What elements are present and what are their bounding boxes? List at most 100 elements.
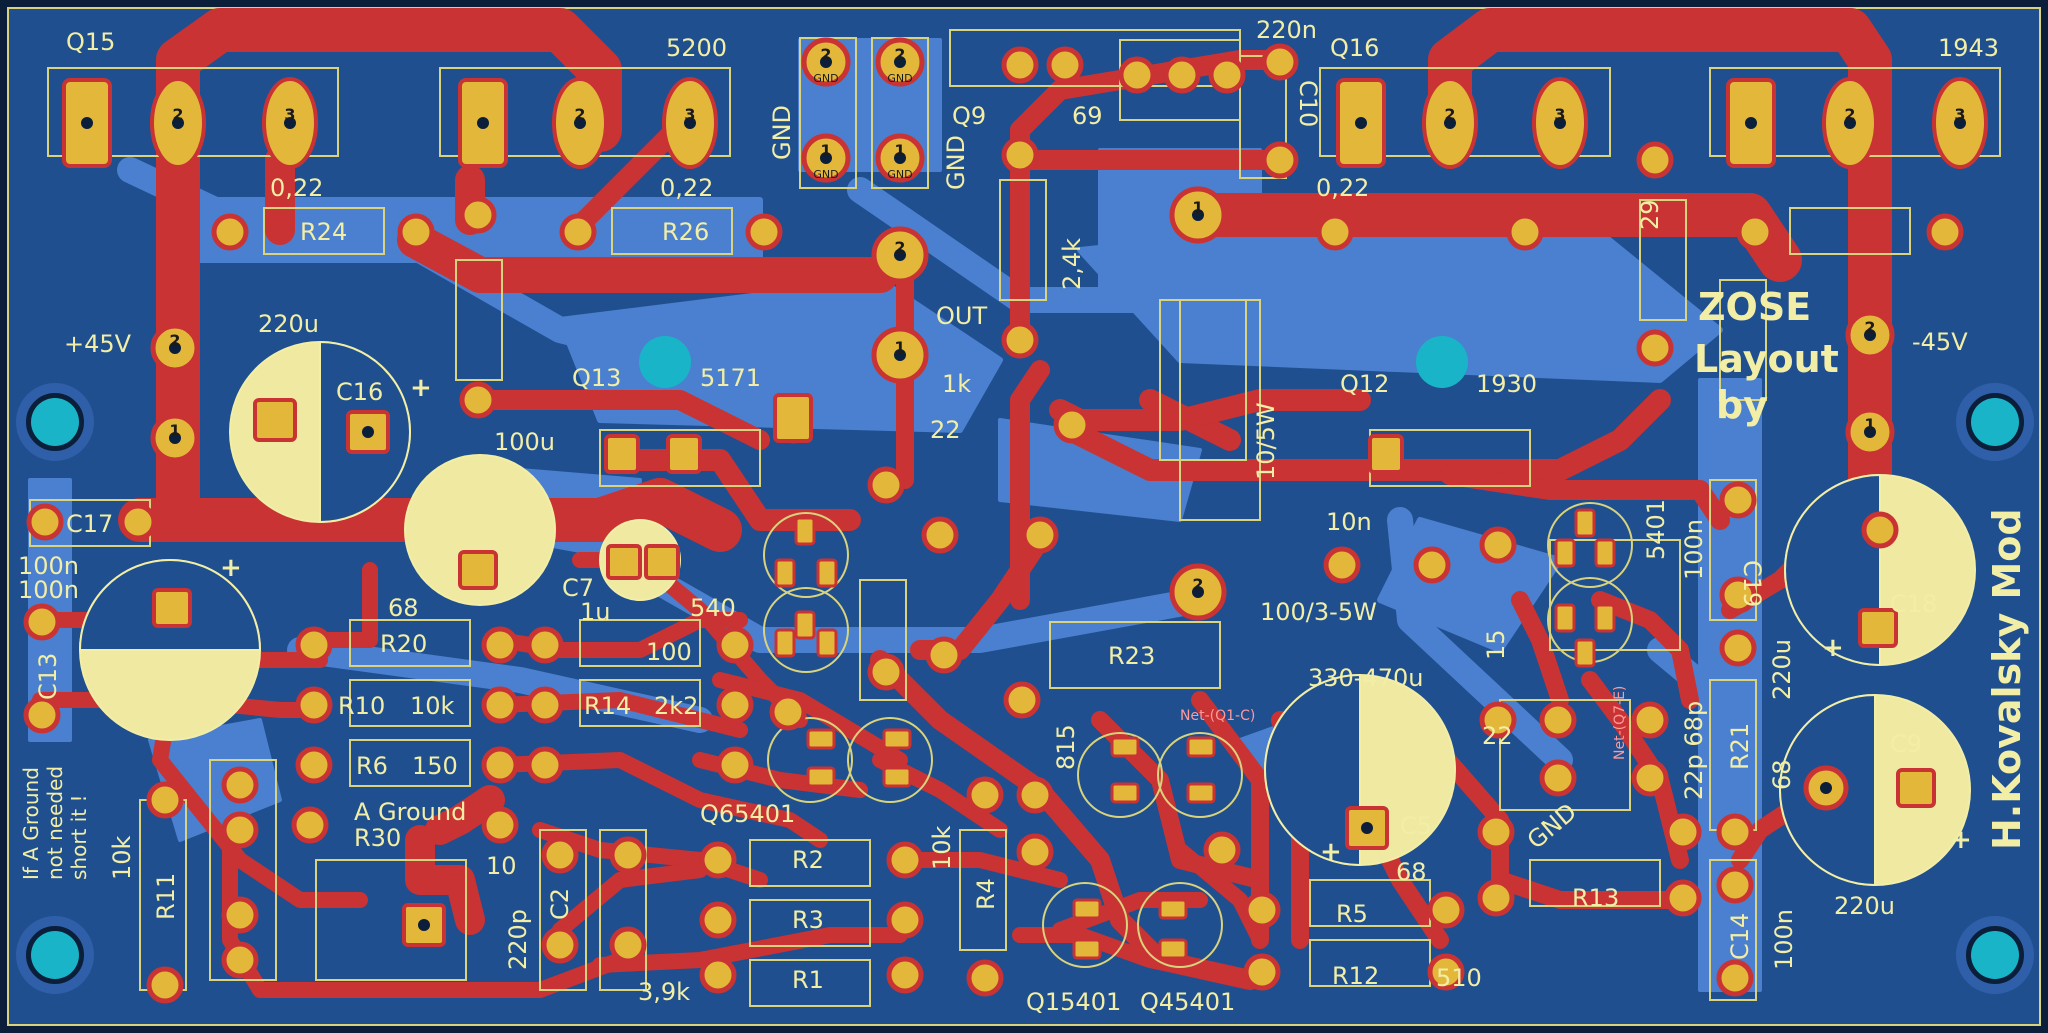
label-10k-a: 10k — [410, 692, 455, 720]
label-q9: Q9 — [952, 102, 986, 130]
pad-net-labels: GND GND GND GND — [813, 72, 912, 181]
label-10k-b: 10k — [928, 825, 956, 870]
label-24k: 2,4k — [1058, 238, 1086, 290]
label-39k: 3,9k — [638, 978, 690, 1006]
label-100-3-5w: 100/3-5W — [1260, 598, 1377, 626]
pad-num-12: 1 — [894, 141, 905, 160]
label-c19: C19 — [1738, 560, 1766, 607]
label-330: 330-470u — [1308, 664, 1424, 692]
label-510: 510 — [1436, 964, 1482, 992]
pad-net-gnd-4: GND — [887, 168, 912, 181]
label-68c: 68 — [1396, 858, 1427, 886]
label-r21: R21 — [1726, 723, 1754, 770]
label-c220u-a: 220u — [258, 310, 319, 338]
label-c7: C7 — [562, 574, 594, 602]
label-22: 22 — [930, 416, 961, 444]
label-220u-b: 220u — [1768, 639, 1796, 700]
pad-numbers: 2 3 2 3 2 3 2 3 2 2 1 1 2 1 1 2 2 1 2 1 — [169, 45, 1965, 594]
label-29: 29 — [1636, 199, 1664, 230]
label-1u: 1u — [580, 598, 610, 626]
pad-net-gnd-2: GND — [887, 72, 912, 85]
svg-text:+: + — [1950, 825, 1972, 855]
label-kovalsky: H.Kovalsky Mod — [1985, 508, 2029, 850]
label-c16: C16 — [336, 378, 383, 406]
label-5171: 5171 — [700, 364, 761, 392]
label-100: 100 — [646, 638, 692, 666]
label-q15401: Q15401 — [1026, 988, 1121, 1016]
label-q45401: Q45401 — [1140, 988, 1235, 1016]
label-100n-b: 100n — [18, 576, 79, 604]
label-220u-c: 220u — [1834, 892, 1895, 920]
pad-num-16: 2 — [1192, 575, 1203, 594]
polarity-marks: + + + + + — [220, 373, 1972, 867]
svg-text:+: + — [410, 373, 432, 403]
pads — [23, 37, 1988, 1004]
label-c13: C13 — [34, 653, 62, 700]
pad-num-10: 2 — [894, 45, 905, 64]
label-10k-c: 10k — [108, 835, 136, 880]
label-r1: R1 — [792, 966, 824, 994]
label-10-5w: 10/5W — [1252, 402, 1280, 480]
svg-text:+: + — [1320, 837, 1342, 867]
label-c18: C18 — [1890, 590, 1937, 618]
svg-text:+: + — [1822, 633, 1844, 663]
label-69: 69 — [1072, 102, 1103, 130]
label-r12: R12 — [1332, 962, 1379, 990]
label-r10: R10 — [338, 692, 385, 720]
label-net-q1c: Net-(Q1-C) — [1180, 708, 1255, 724]
pad-num-17: 2 — [169, 331, 180, 350]
silkscreen-text: Q15 5200 Q16 1943 220n GND GND Q9 69 0,2… — [18, 16, 2029, 1016]
pad-num-3: 2 — [574, 105, 585, 124]
svg-text:+: + — [220, 553, 242, 583]
label-layout: Layout — [1694, 337, 1839, 381]
pad-num-18: 1 — [169, 421, 180, 440]
pad-net-gnd-1: GND — [813, 72, 838, 85]
label-by: by — [1716, 383, 1768, 427]
label-r11: R11 — [152, 873, 180, 920]
label-r23: R23 — [1108, 642, 1155, 670]
label-10n: 10n — [1326, 508, 1372, 536]
label-r5: R5 — [1336, 900, 1368, 928]
cap-c8 — [404, 454, 556, 606]
pad-num-20: 1 — [1864, 415, 1875, 434]
label-r30: R30 — [354, 824, 401, 852]
pad-num-2: 3 — [284, 105, 295, 124]
label-r20: R20 — [380, 630, 427, 658]
label-zose: ZOSE — [1698, 285, 1811, 329]
pad-num-7: 2 — [1844, 105, 1855, 124]
label-022c: 0,22 — [1316, 174, 1369, 202]
mounting-holes — [16, 336, 2034, 994]
label-c9: C9 — [1890, 730, 1922, 758]
label-1943: 1943 — [1938, 34, 1999, 62]
label-c2: C2 — [546, 888, 574, 920]
pad-num-14: 1 — [894, 338, 905, 357]
label-15: 15 — [1482, 629, 1510, 660]
pad-num-15: 1 — [1192, 198, 1203, 217]
label-ifag1: If A Ground — [19, 767, 43, 880]
label-68b: 68 — [1768, 759, 1796, 790]
label-ifag3: short it ! — [67, 794, 91, 880]
label-5401a: 5401 — [1642, 499, 1670, 560]
label-c5: C5 — [1400, 812, 1432, 840]
label-220n: 220n — [1256, 16, 1317, 44]
label-c17: C17 — [66, 510, 113, 538]
label-r2: R2 — [792, 846, 824, 874]
label-r3: R3 — [792, 906, 824, 934]
pad-num-5: 2 — [1444, 105, 1455, 124]
label-c14: C14 — [1726, 913, 1754, 960]
label-out: OUT — [936, 302, 987, 330]
label-220p: 220p — [504, 909, 532, 970]
pad-num-13: 2 — [894, 238, 905, 257]
label-net-q7e: Net-(Q7-E) — [1612, 686, 1628, 760]
label-r4: R4 — [972, 878, 1000, 910]
pad-num-9: 2 — [820, 45, 831, 64]
label-022a: 0,22 — [270, 174, 323, 202]
label-m45: -45V — [1912, 328, 1968, 356]
label-5200: 5200 — [666, 34, 727, 62]
label-100n-d: 100n — [1770, 909, 1798, 970]
label-2k2: 2k2 — [654, 692, 698, 720]
label-100n-a: 100n — [18, 552, 79, 580]
pad-num-11: 1 — [820, 141, 831, 160]
label-100n-c: 100n — [1680, 519, 1708, 580]
label-22b: 22 — [1482, 722, 1513, 750]
